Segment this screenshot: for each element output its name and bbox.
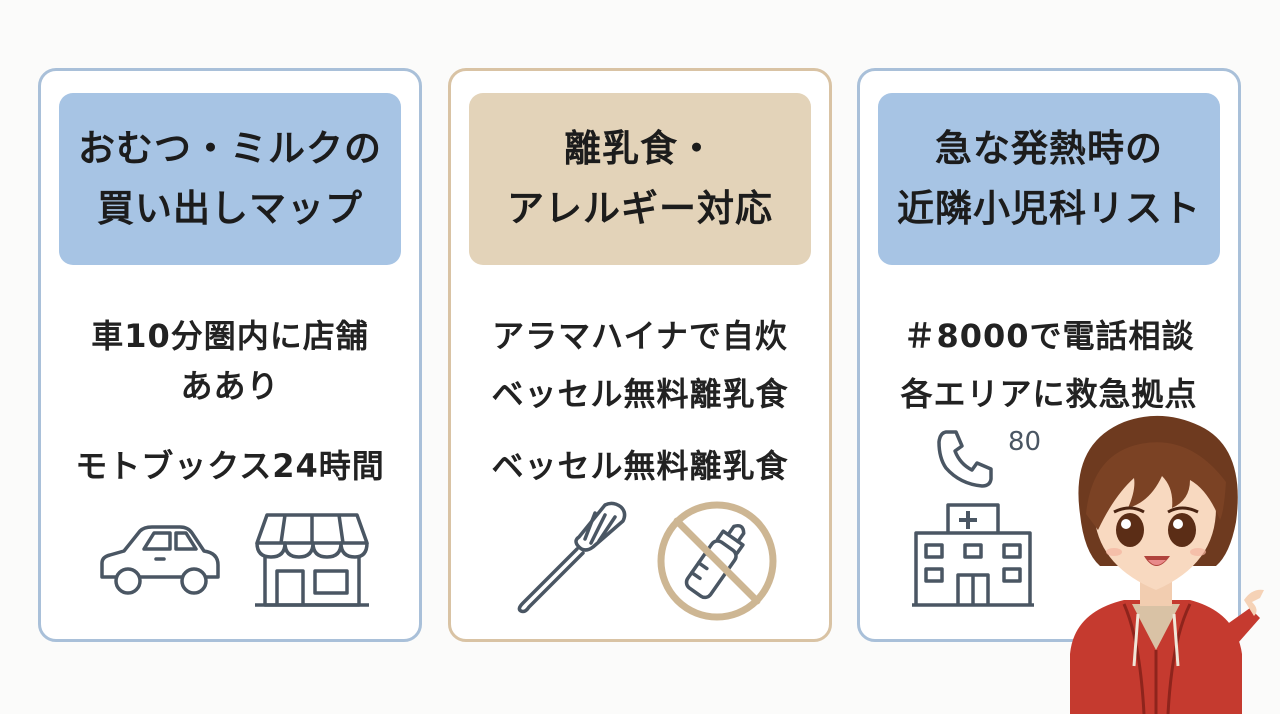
card-text-line-1: 車10分圏内に店舗 <box>91 317 369 355</box>
car-icon <box>96 519 224 605</box>
card-header: おむつ・ミルクの 買い出しマップ <box>59 93 401 265</box>
hospital-icon <box>910 499 1036 609</box>
card-text-line-2: ああり <box>180 367 280 405</box>
card-title-line-2: 近隣小児科リスト <box>897 187 1201 230</box>
spatula-icon <box>509 499 629 615</box>
card-title-line-1: 急な発熱時の <box>935 127 1163 170</box>
storefront-icon <box>253 509 371 611</box>
card-text-line-2: 各エリアに救急拠点 <box>900 375 1198 413</box>
card-text-line-1: ＃8000で電話相談 <box>903 317 1195 355</box>
card-pediatric-clinics: 急な発熱時の 近隣小児科リスト ＃8000で電話相談 各エリアに救急拠点 80 <box>857 68 1241 642</box>
card-header: 急な発熱時の 近隣小児科リスト <box>878 93 1220 265</box>
phone-icon <box>936 428 998 490</box>
card-text-line-3: モトブックス24時間 <box>75 447 385 485</box>
card-title-line-2: アレルギー対応 <box>507 187 773 230</box>
card-title-line-1: 離乳食・ <box>564 127 716 170</box>
card-header: 離乳食・ アレルギー対応 <box>469 93 811 265</box>
no-baby-bottle-icon <box>655 499 779 623</box>
card-shopping-map: おむつ・ミルクの 買い出しマップ 車10分圏内に店舗 ああり モトブックス24時… <box>38 68 422 642</box>
character-illustration <box>1040 404 1272 714</box>
card-text-line-2: ベッセル無料離乳食 <box>491 375 789 413</box>
card-text-line-3: ベッセル無料離乳食 <box>491 447 789 485</box>
card-text-line-1: アラマハイナで自炊 <box>492 317 788 355</box>
phone-badge-number: 80 <box>1008 427 1042 457</box>
card-title-line-2: 買い出しマップ <box>97 187 363 230</box>
card-title-line-1: おむつ・ミルクの <box>78 127 382 170</box>
card-baby-food: 離乳食・ アレルギー対応 アラマハイナで自炊 ベッセル無料離乳食 ベッセル無料離… <box>448 68 832 642</box>
